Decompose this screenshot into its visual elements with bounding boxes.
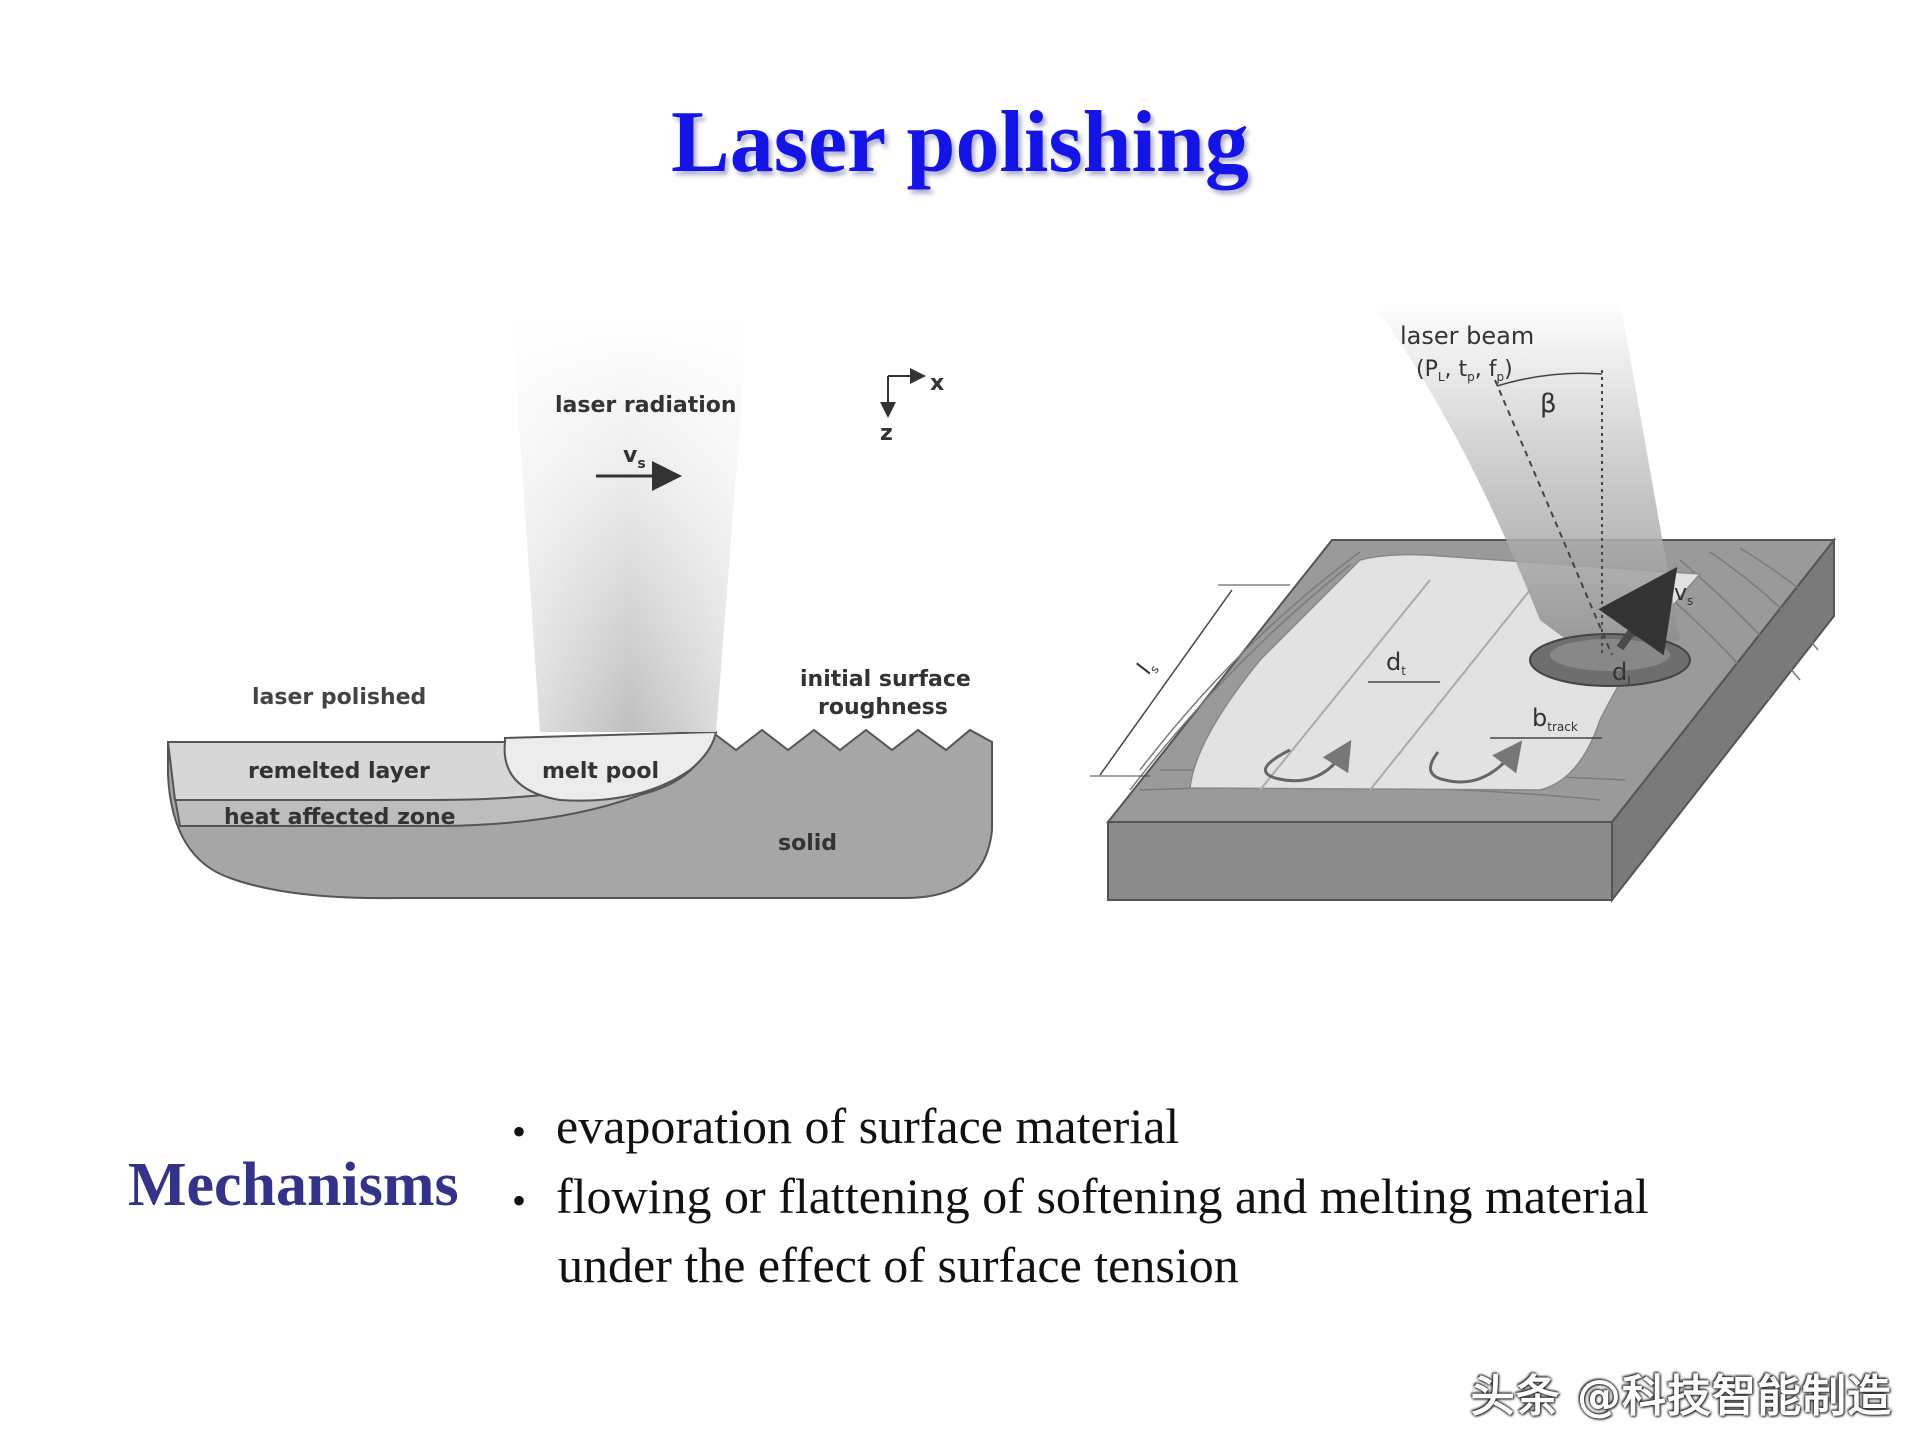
melt-pool-region (503, 730, 718, 802)
roughness-label: roughness (818, 695, 948, 720)
ls-label: ls (1133, 655, 1162, 681)
remelted-layer-label: remelted layer (248, 759, 430, 784)
watermark: 头条 @科技智能制造 (1470, 1371, 1892, 1422)
list-item: • evaporation of surface material (512, 1094, 1649, 1164)
slide-title: Laser polishing (671, 94, 1249, 191)
bullet-icon: • (512, 1108, 527, 1154)
list-item: • flowing or flattening of softening and … (512, 1164, 1649, 1234)
heat-affected-zone-label: heat affected zone (224, 805, 456, 830)
workpiece-3d-diagram: laser beam (PL, tp, fp) β vs ls dt dl bt… (1090, 300, 1837, 903)
laser-polished-label: laser polished (252, 685, 426, 710)
beta-label: β (1540, 389, 1557, 419)
laser-params-label: (PL, tp, fp) (1416, 357, 1513, 384)
scan-velocity-arrow (1598, 566, 1678, 656)
mechanism-2-continuation: under the effect of surface tension (558, 1237, 1239, 1294)
mechanism-2-text: flowing or flattening of softening and m… (556, 1167, 1649, 1224)
right-laser-beam (1370, 300, 1680, 650)
bullet-icon: • (512, 1178, 527, 1224)
block-front-face (1107, 821, 1613, 901)
mechanisms-list: • evaporation of surface material • flowin… (512, 1094, 1649, 1297)
mechanisms-heading: Mechanisms (128, 1151, 459, 1219)
velocity-label: vs (623, 443, 646, 472)
mechanism-1-text: evaporation of surface material (556, 1098, 1180, 1154)
dl-label: dl (1612, 658, 1631, 688)
btrack-label: btrack (1532, 704, 1578, 734)
laser-radiation-label: laser radiation (555, 393, 737, 418)
scan-velocity-label: vs (1674, 581, 1693, 608)
axis-indicator: x z (880, 368, 944, 446)
laser-beam-label: laser beam (1400, 322, 1534, 350)
initial-surface-label: initial surface (800, 667, 971, 692)
melt-pool-label: melt pool (542, 759, 659, 784)
solid-label: solid (778, 831, 837, 856)
x-axis-label: x (930, 371, 944, 396)
dt-label: dt (1386, 648, 1406, 678)
cross-section-diagram: x z laser radiation vs laser polished in… (166, 318, 993, 900)
z-axis-label: z (880, 421, 893, 446)
